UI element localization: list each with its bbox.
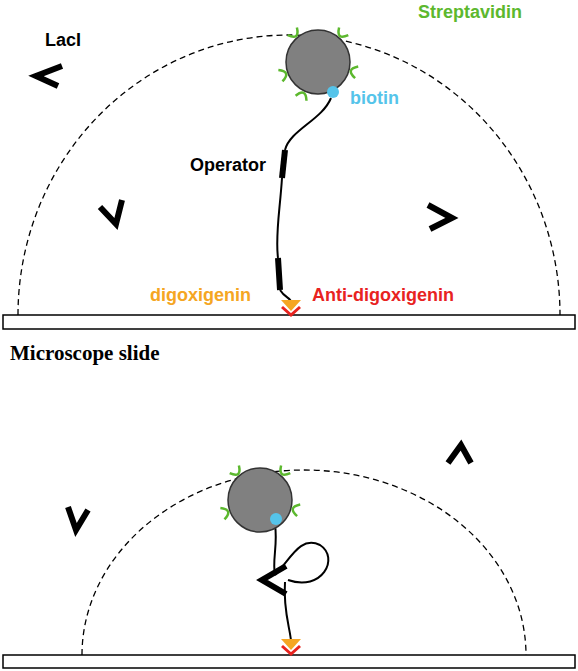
biotin-tag: [270, 513, 282, 525]
protein-label: LacI: [45, 30, 81, 50]
laci-protein: [36, 66, 62, 86]
microscope-slide: [3, 655, 575, 668]
part-label: biotin: [350, 88, 399, 108]
operator-site: [282, 150, 285, 178]
biotin-tag: [327, 86, 339, 98]
laci-protein: [100, 200, 122, 224]
slide-label: Microscope slide: [10, 343, 160, 363]
bead: [278, 27, 358, 100]
microscope-slide: [3, 315, 575, 329]
laci-protein: [68, 507, 88, 530]
dna-loop: [275, 543, 328, 583]
bead: [220, 465, 300, 532]
laci-protein: [262, 566, 286, 594]
operator-site: [278, 258, 280, 290]
dna-strand: [274, 525, 276, 575]
part-label: Streptavidin: [418, 2, 522, 22]
bead-range-arc: [82, 470, 526, 655]
anti-digoxigenin: [282, 646, 300, 654]
part-label: digoxigenin: [150, 285, 251, 305]
dna-strand: [277, 178, 282, 258]
anti-digoxigenin: [282, 307, 300, 315]
part-label: Operator: [190, 155, 266, 175]
laci-protein: [448, 445, 471, 463]
dna-strand: [285, 98, 331, 150]
laci-protein: [428, 205, 452, 229]
part-label: Anti-digoxigenin: [312, 285, 454, 305]
